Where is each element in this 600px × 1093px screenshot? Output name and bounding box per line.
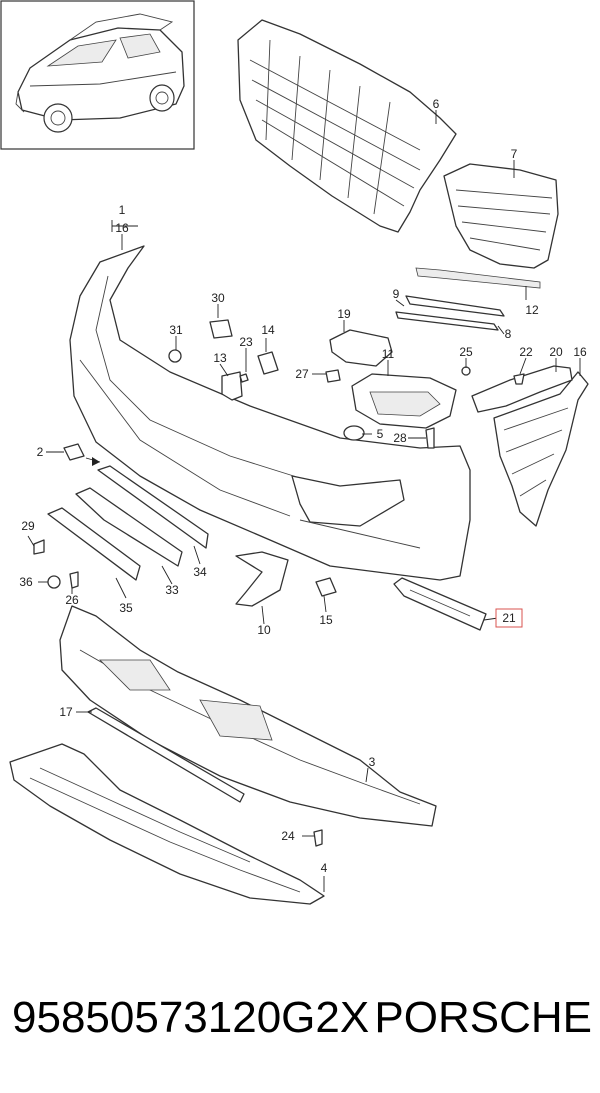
callout-27: 27 xyxy=(295,367,309,381)
callout-26: 26 xyxy=(65,593,79,607)
part-20-mount-bracket xyxy=(471,365,573,413)
brand-name: PORSCHE xyxy=(374,993,592,1042)
part-6-grille-frame xyxy=(237,19,457,233)
callout-28: 28 xyxy=(393,431,407,445)
leader-lines xyxy=(27,110,581,892)
callout-21-highlight xyxy=(495,608,523,628)
part-21-lower-bracket xyxy=(393,577,487,631)
small-caps xyxy=(63,425,365,466)
part-4-underbody-panel xyxy=(9,743,325,905)
callout-35: 35 xyxy=(119,601,133,615)
callout-13: 13 xyxy=(213,351,227,365)
callout-30: 30 xyxy=(211,291,225,305)
callout-12: 12 xyxy=(525,303,539,317)
trim-strips xyxy=(395,267,541,331)
callout-23: 23 xyxy=(239,335,253,349)
part-number: 95850573120G2X xyxy=(12,993,370,1042)
callout-34: 34 xyxy=(193,565,207,579)
callout-7: 7 xyxy=(511,147,518,161)
callout-20: 20 xyxy=(549,345,563,359)
callout-labels: 1 16 6 7 12 9 8 30 31 14 19 11 23 13 27 … xyxy=(19,97,587,875)
callout-29: 29 xyxy=(21,519,35,533)
callout-33: 33 xyxy=(165,583,179,597)
callout-17: 17 xyxy=(59,705,73,719)
license-plate-brackets xyxy=(47,465,209,581)
part-17-strip xyxy=(87,707,245,803)
callout-25: 25 xyxy=(459,345,473,359)
part-10-trim xyxy=(235,551,337,607)
callout-14: 14 xyxy=(261,323,275,337)
callout-4: 4 xyxy=(321,861,328,875)
callout-24: 24 xyxy=(281,829,295,843)
callout-1: 1 xyxy=(119,203,126,217)
callout-2: 2 xyxy=(37,445,44,459)
callout-15: 15 xyxy=(319,613,333,627)
bumper-cover xyxy=(69,245,471,581)
callout-16-right: 16 xyxy=(573,345,587,359)
callout-19: 19 xyxy=(337,307,351,321)
callout-8: 8 xyxy=(505,327,512,341)
callout-16-top: 16 xyxy=(115,221,129,235)
callout-5: 5 xyxy=(377,427,384,441)
part-11-fog-frame xyxy=(351,373,457,429)
fasteners xyxy=(33,319,525,847)
part-3-lower-spoiler xyxy=(59,605,437,827)
part-16-side-bracket xyxy=(493,371,589,527)
vehicle-thumbnail xyxy=(0,0,195,150)
callout-10: 10 xyxy=(257,623,271,637)
callout-11: 11 xyxy=(382,347,395,361)
footer: 95850573120G2X PORSCHE xyxy=(12,988,592,1048)
callout-21: 21 xyxy=(502,611,516,625)
callout-22: 22 xyxy=(519,345,533,359)
callout-3: 3 xyxy=(369,755,376,769)
callout-36: 36 xyxy=(19,575,33,589)
callout-31: 31 xyxy=(169,323,183,337)
part-19-bracket xyxy=(329,329,393,367)
part-7-grille-insert xyxy=(443,163,559,269)
callout-6: 6 xyxy=(433,97,440,111)
callout-9: 9 xyxy=(393,287,400,301)
